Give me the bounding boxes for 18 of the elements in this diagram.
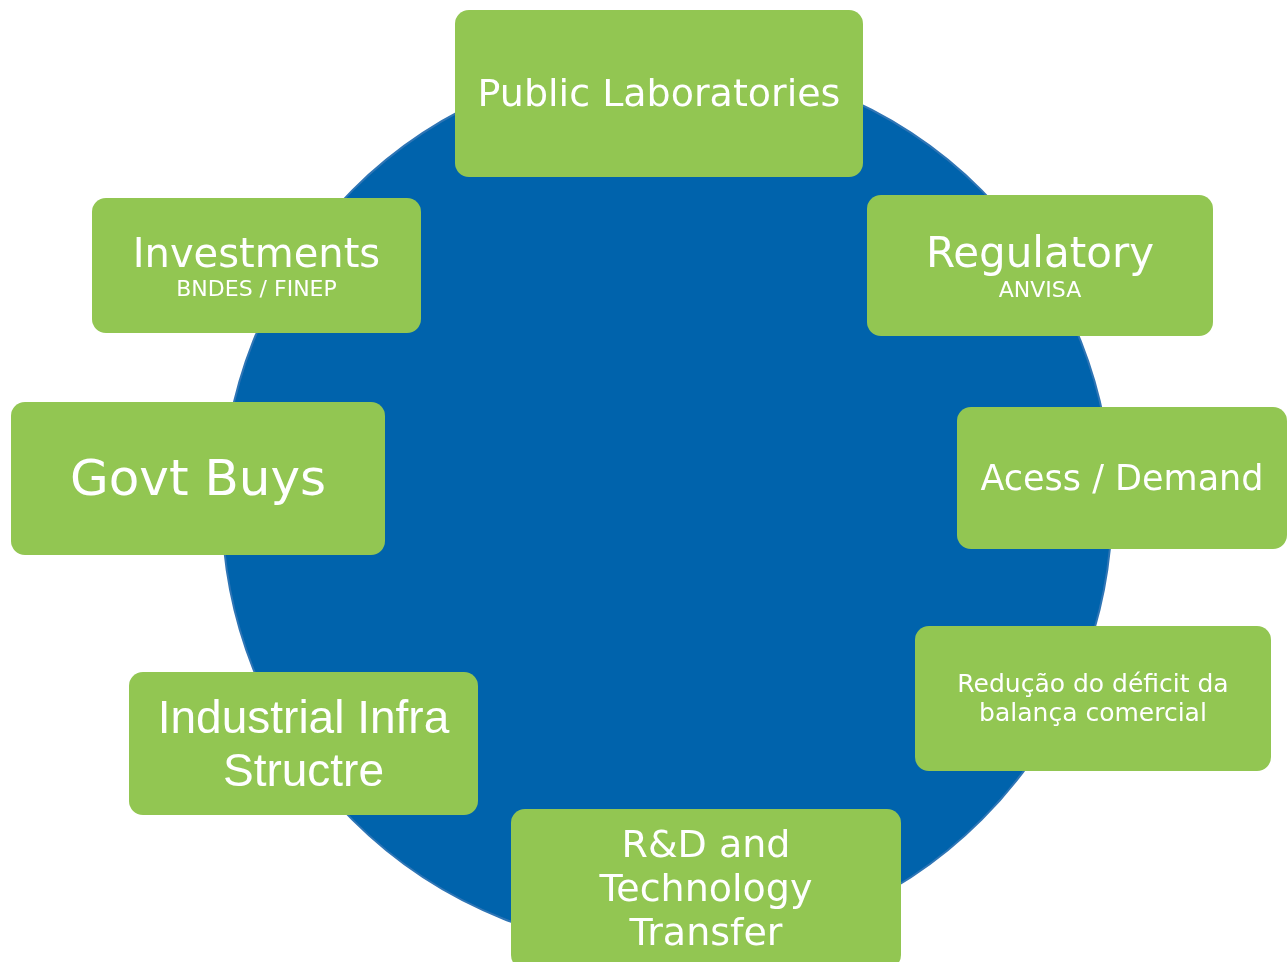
box-sublabel: ANVISA bbox=[998, 277, 1082, 303]
rounded-box bbox=[455, 10, 863, 177]
box-label: Industrial Infra Structre bbox=[156, 690, 451, 797]
box-label: R&D and Technology Transfer bbox=[598, 823, 814, 955]
box-label: Redução do déficit da balança comercial bbox=[956, 669, 1230, 728]
box-label: Govt Buys bbox=[69, 449, 327, 508]
rounded-box bbox=[11, 402, 385, 555]
rounded-box bbox=[92, 198, 421, 333]
box-label: Investments bbox=[132, 229, 381, 276]
rounded-box bbox=[129, 672, 478, 815]
rounded-box bbox=[915, 626, 1271, 771]
box-sublabel: BNDES / FINEP bbox=[176, 275, 337, 302]
box-label: Public Laboratories bbox=[477, 71, 841, 116]
box-label: Regulatory bbox=[925, 228, 1155, 277]
rounded-box bbox=[511, 809, 901, 962]
rounded-box bbox=[957, 407, 1287, 549]
rounded-box bbox=[867, 195, 1213, 336]
box-label: Acess / Demand bbox=[980, 457, 1264, 499]
